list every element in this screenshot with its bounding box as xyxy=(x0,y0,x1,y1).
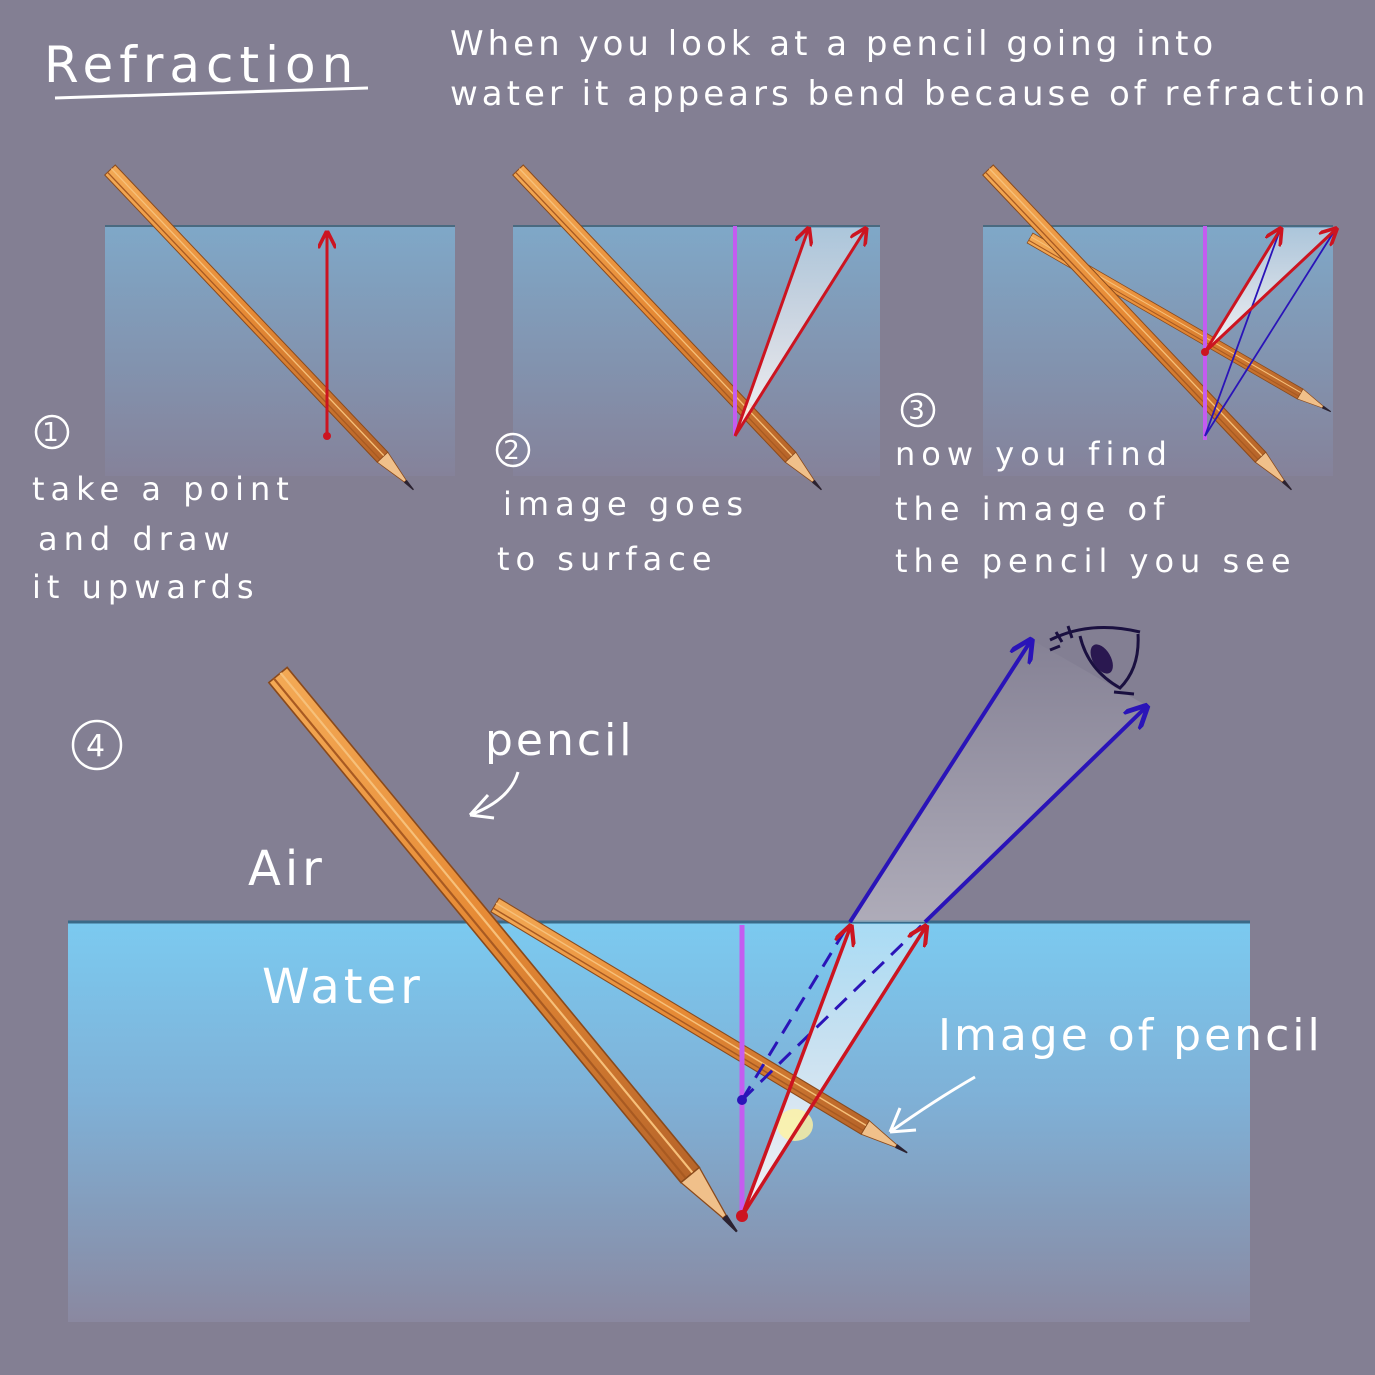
panel-2-ray-b xyxy=(733,230,865,437)
step-1-line-1: take a point xyxy=(32,470,295,508)
step-1-line-3: it upwards xyxy=(32,568,260,606)
panel-step-4 xyxy=(68,625,1250,1322)
step-2-line-1: image goes xyxy=(503,485,749,523)
blue-ray-b xyxy=(923,708,1145,924)
step-2-number: 2 xyxy=(495,432,531,468)
virtual-ray-a xyxy=(740,921,852,1101)
intro-line-2: water it appears bend because of refract… xyxy=(450,74,1369,114)
eye-icon xyxy=(1049,625,1141,696)
step-3-line-3: the pencil you see xyxy=(895,542,1297,580)
step-4-number: 4 xyxy=(71,719,123,771)
step-3-number: 3 xyxy=(900,392,936,428)
page-title: Refraction xyxy=(44,36,359,94)
panel-step-1 xyxy=(104,164,455,496)
label-water: Water xyxy=(262,959,424,1015)
panel-step-2 xyxy=(512,164,880,496)
panel-3-blue-ray-b xyxy=(1204,229,1336,437)
step-1-line-2: and draw xyxy=(38,520,236,558)
panel-2-ray-a xyxy=(733,230,808,437)
label-image-of-pencil: Image of pencil xyxy=(938,1010,1323,1061)
step-2-line-2: to surface xyxy=(497,540,718,578)
label-pencil: pencil xyxy=(485,715,635,766)
arrow-pointer-icon xyxy=(468,771,520,820)
step-3-line-2: the image of xyxy=(895,490,1170,528)
panel-3-red-ray-b xyxy=(1203,230,1335,354)
label-air: Air xyxy=(248,841,326,897)
panel-step-3 xyxy=(982,164,1336,496)
panel-3-blue-ray-a xyxy=(1204,229,1281,437)
red-ray-a xyxy=(740,928,850,1217)
blue-ray-a xyxy=(848,642,1030,924)
title-underline xyxy=(54,86,369,100)
svg-text:1: 1 xyxy=(42,418,62,448)
svg-text:3: 3 xyxy=(908,396,928,426)
virtual-ray-b xyxy=(740,920,927,1102)
panel-3-red-ray-a xyxy=(1203,230,1280,353)
red-ray-b xyxy=(740,928,925,1217)
step-3-line-1: now you find xyxy=(895,435,1173,473)
svg-text:4: 4 xyxy=(86,729,108,764)
step-1-number: 1 xyxy=(34,414,70,450)
svg-text:2: 2 xyxy=(503,436,523,466)
arrow-pointer-icon xyxy=(888,1075,976,1134)
intro-line-1: When you look at a pencil going into xyxy=(450,24,1217,64)
